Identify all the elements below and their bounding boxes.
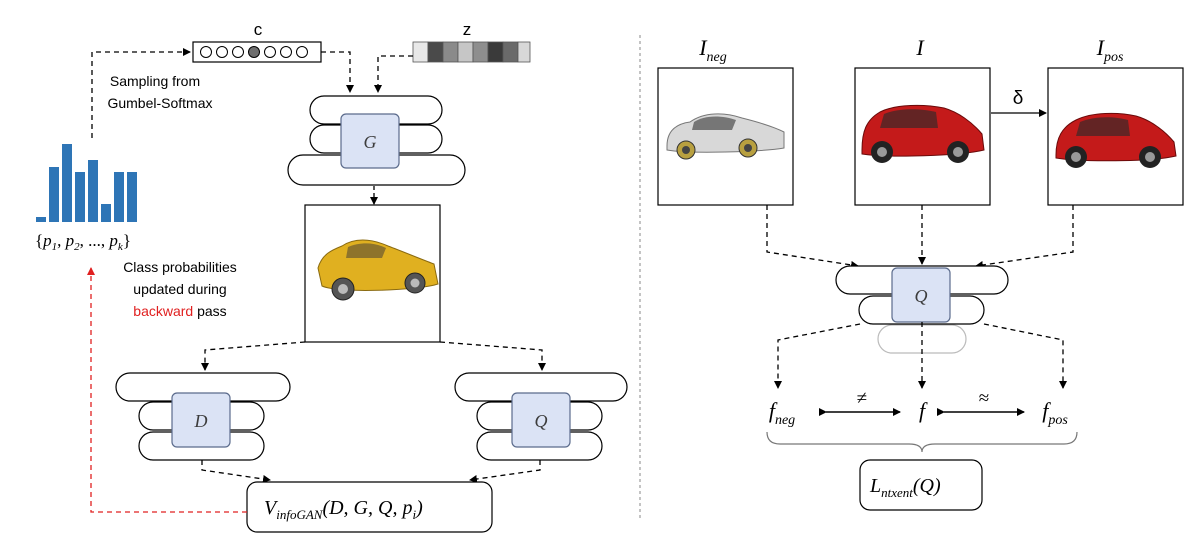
histogram-bar [88,160,98,222]
feature-brace [766,431,1078,453]
arrow-q-to-fneg [774,323,861,389]
prob-set-label: {p1, p2, ..., pk} [35,231,131,253]
backward-pass-arrow [87,267,247,513]
q-network-left: Q [454,372,628,461]
sampling-caption-line2: Gumbel-Softmax [107,95,212,111]
arrow-z-to-g [374,55,413,93]
image-pos-label: Ipos [1096,35,1124,65]
histogram-bar [101,204,111,222]
latent-z-label: z [463,20,472,39]
histogram-bar [75,172,85,222]
discriminator-label: D [194,411,208,431]
arrow-q-to-objective [469,460,541,483]
class-prob-caption-line2: updated during [133,281,226,297]
generator-label: G [364,132,377,152]
backward-word: backward [133,303,193,319]
histogram-bar [36,217,46,222]
arrow-q-to-fpos [983,323,1067,389]
latent-z-vector [412,41,531,63]
contrastive-loss: Lntxent(Q) [859,459,983,511]
feature-anchor-label: f [919,398,928,423]
anchor-car-image [854,67,991,206]
latent-c-label: c [254,20,263,39]
sampling-arrow [91,48,191,138]
infogan-objective: VinfoGAN(D, G, Q, pi) [246,481,493,533]
histogram-bar [62,144,72,222]
positive-car-image [1047,67,1184,206]
feature-neg-label: fneg [769,398,795,428]
histogram-bar [114,172,124,222]
q-network-right-label: Q [915,286,928,306]
generated-car-image [304,204,441,343]
negative-car-image [657,67,794,206]
pass-word: pass [193,303,226,319]
histogram-bar [49,167,59,222]
arrow-d-to-objective [201,460,271,483]
arrow-c-to-g [321,51,354,93]
image-anchor-label: I [915,35,925,60]
feature-pos-label: fpos [1042,398,1068,428]
not-equal-symbol: ≠ [857,388,867,409]
latent-c-vector [192,41,322,63]
q-network-right: Q [835,265,1009,354]
delta-label: δ [1013,88,1024,109]
objective-text: VinfoGAN(D, G, Q, pi) [264,497,423,522]
arrow-pos-to-q [975,205,1074,269]
image-neg-label: Ineg [698,35,727,65]
generator-network: G [287,95,466,186]
sampling-caption-line1: Sampling from [110,73,200,89]
q-network-left-label: Q [535,411,548,431]
approx-symbol: ≈ [979,388,989,409]
class-probability-histogram [36,144,137,222]
loss-text: Lntxent(Q) [869,475,941,500]
arrow-image-to-d [201,341,306,371]
class-prob-caption-line3: backward pass [133,303,226,319]
histogram-bar [127,172,137,222]
class-prob-caption-line1: Class probabilities [123,259,237,275]
discriminator-network: D [115,372,291,461]
arrow-image-to-q [439,341,546,371]
arrow-neg-to-q [766,205,859,269]
